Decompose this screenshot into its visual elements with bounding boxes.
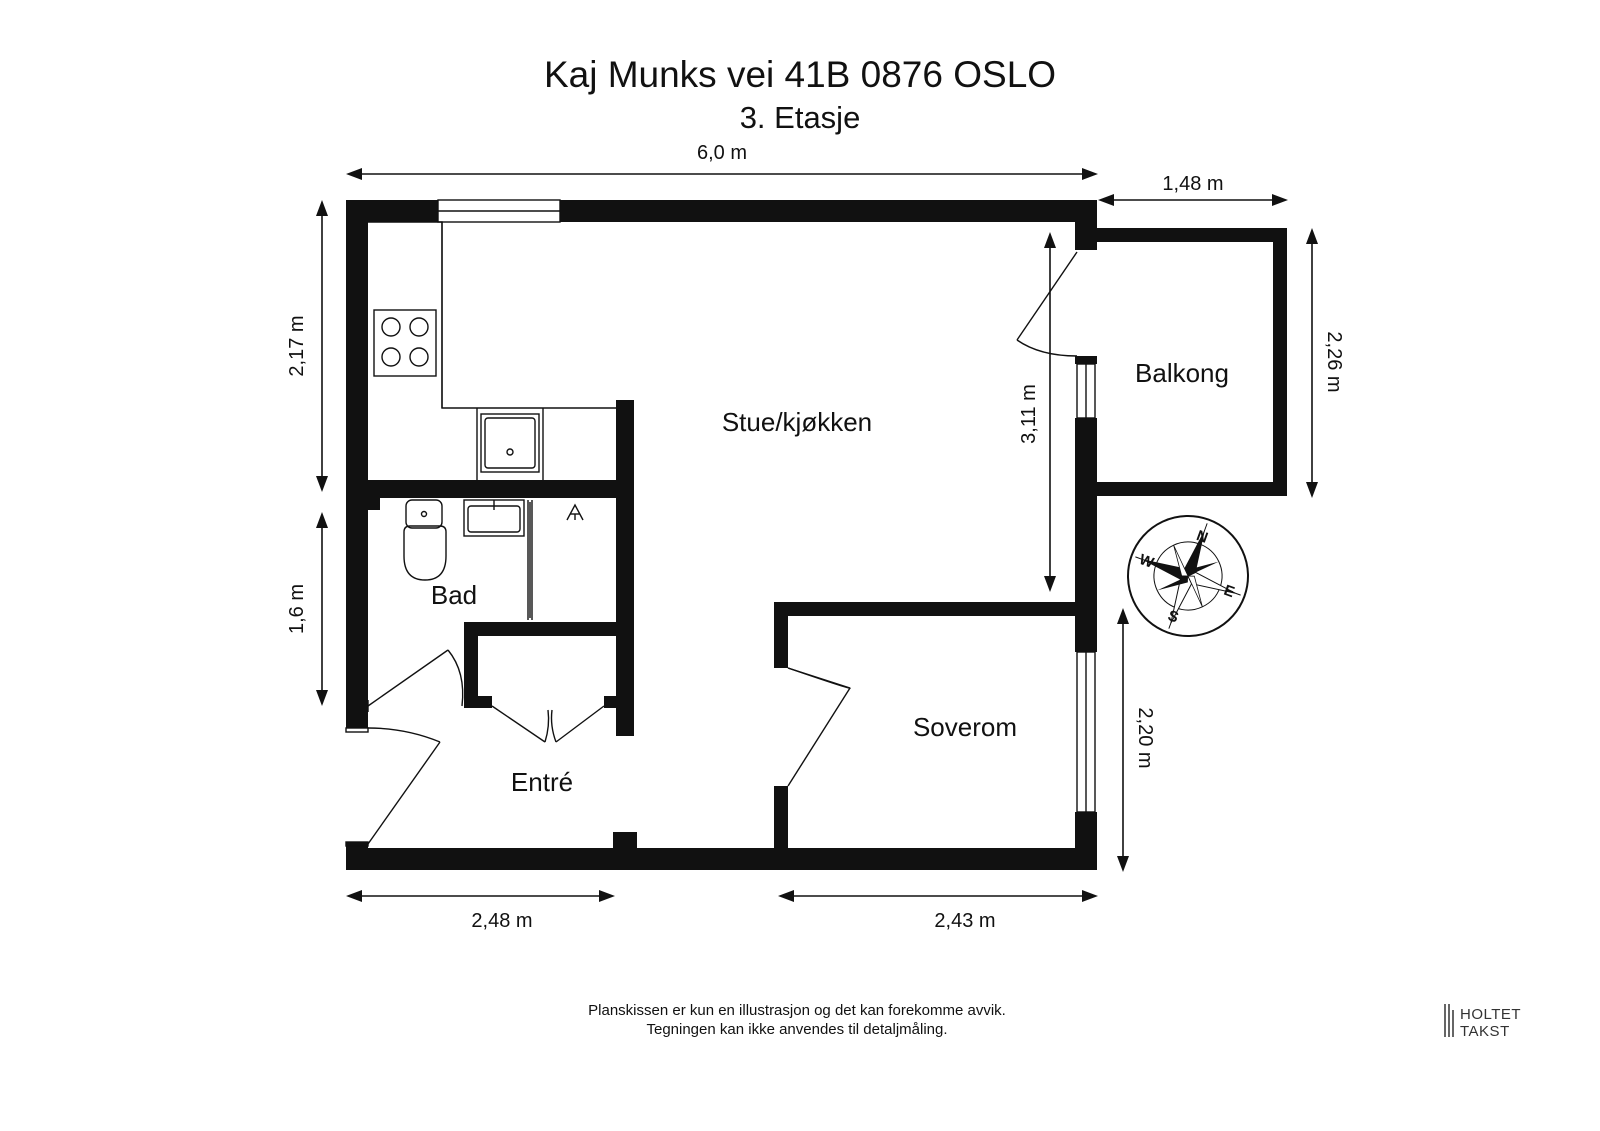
walls: [346, 199, 1287, 870]
room-label-entrance: Entré: [511, 767, 573, 797]
holtet-takst-logo: HOLTET TAKST: [1444, 1004, 1521, 1040]
dim-left-upper: 2,17 m: [286, 315, 308, 376]
bathroom-door: [367, 649, 464, 712]
window-top: [437, 199, 561, 223]
dim-bedroom-height: 2,20 m: [1134, 707, 1156, 768]
compass-icon: N E S W: [1127, 515, 1249, 637]
room-label-living-kitchen: Stue/kjøkken: [722, 407, 872, 437]
toilet-icon: [403, 499, 447, 581]
closet-doors: [491, 705, 605, 743]
floor-label: 3. Etasje: [740, 100, 861, 135]
plan-title: Kaj Munks vei 41B 0876 OSLO: [544, 54, 1056, 95]
dimension-lines: [316, 168, 1318, 902]
stove-icon: [373, 309, 437, 377]
balcony-door: [1016, 251, 1078, 357]
window-balcony: [1076, 363, 1096, 419]
dim-balcony-height: 2,26 m: [1323, 331, 1345, 392]
dim-living-height: 3,11 m: [1018, 384, 1040, 444]
bathroom-fixtures: [403, 499, 584, 620]
dim-bottom-right: 2,43 m: [934, 910, 995, 932]
logo-line-1: HOLTET: [1460, 1006, 1521, 1023]
bedroom-door: [787, 667, 851, 787]
dim-bottom-left: 2,48 m: [471, 910, 532, 932]
dim-top-width: 6,0 m: [697, 142, 747, 164]
compass-w: W: [1137, 551, 1157, 572]
shower-screen: [527, 500, 533, 620]
disclaimer-line-1: Planskissen er kun en illustrasjon og de…: [588, 1002, 1006, 1019]
room-label-balcony: Balkong: [1135, 358, 1229, 388]
entrance-door: [345, 727, 441, 847]
washbasin-icon: [463, 499, 525, 537]
sink-icon: [480, 413, 540, 473]
kitchen-counter: [368, 221, 616, 480]
dim-left-lower: 1,6 m: [286, 584, 308, 634]
disclaimer-line-2: Tegningen kan ikke anvendes til detaljmå…: [646, 1021, 947, 1038]
room-label-bathroom: Bad: [431, 580, 477, 610]
room-label-bedroom: Soverom: [913, 712, 1017, 742]
floor-drain-icon: [566, 503, 584, 521]
window-bedroom: [1076, 651, 1096, 813]
logo-line-2: TAKST: [1460, 1023, 1510, 1040]
doors: [345, 251, 1078, 847]
dim-balcony-width: 1,48 m: [1162, 173, 1223, 195]
